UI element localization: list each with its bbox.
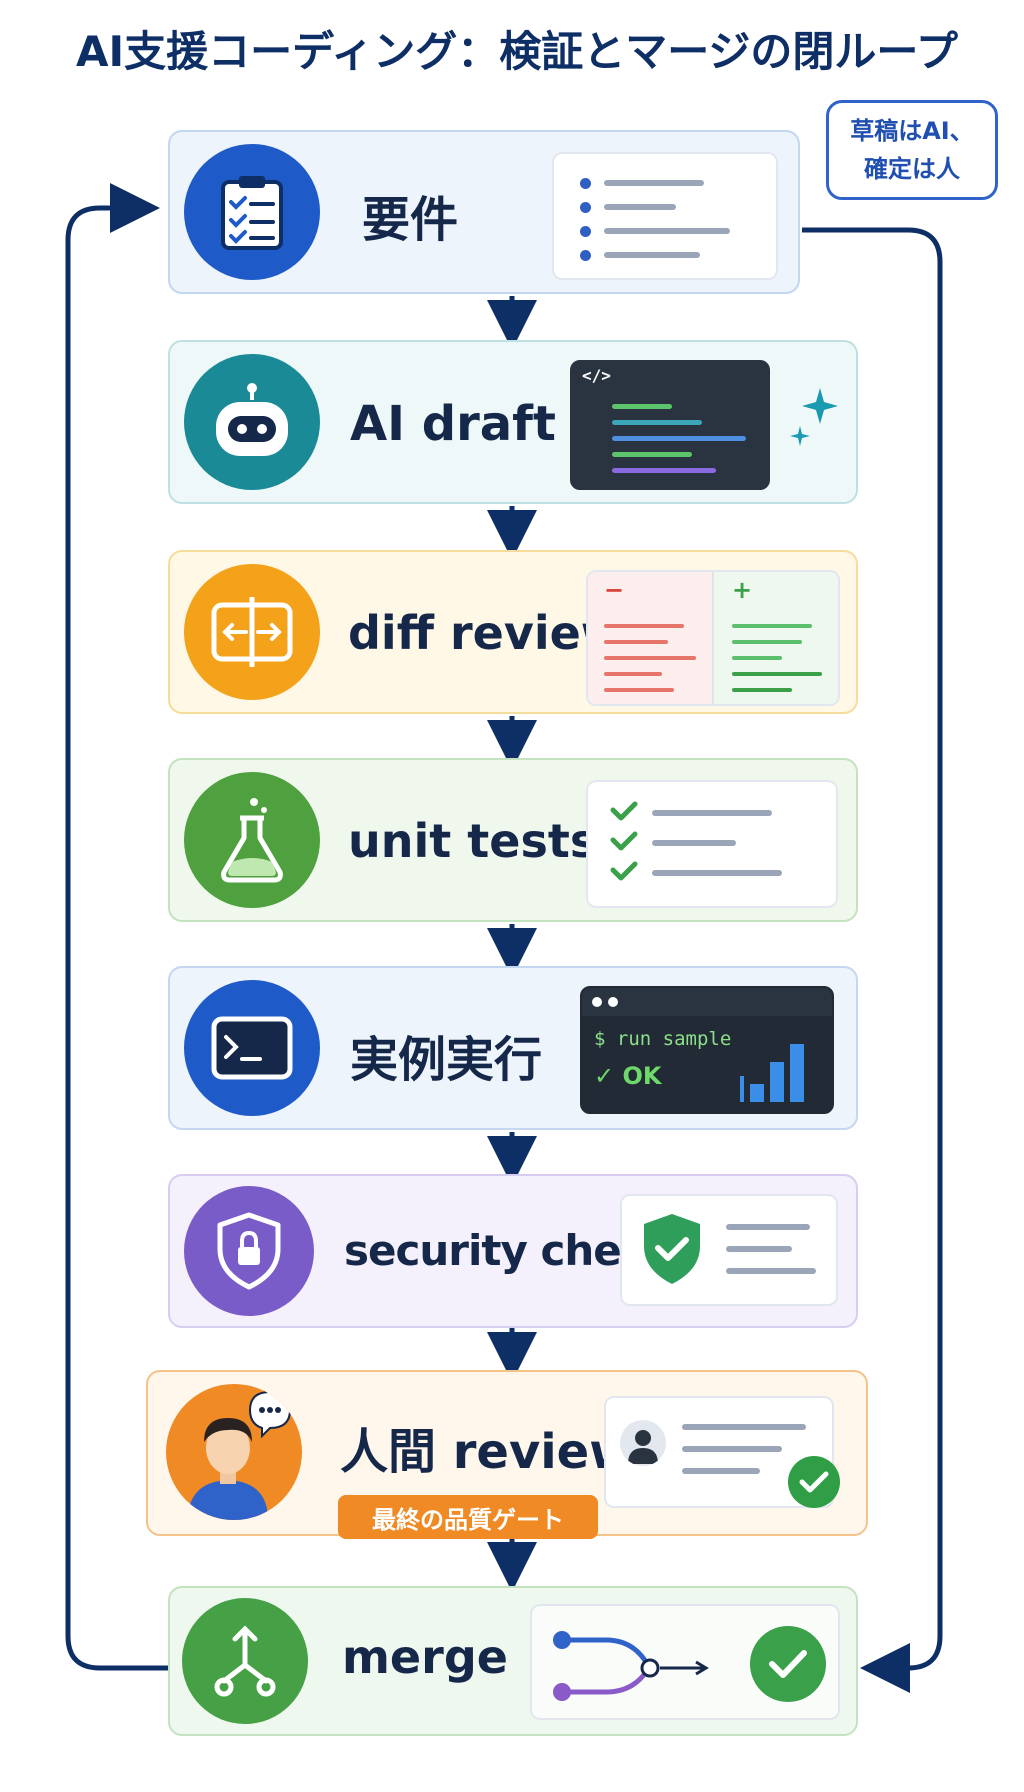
terminal-icon [184,980,320,1116]
step-label-unit-tests: unit tests [348,814,598,868]
security-result-panel [620,1194,838,1306]
diff-panel: − + [586,570,840,706]
step-label-requirements: 要件 [362,192,459,248]
diff-minus: − [604,576,625,604]
feedback-loop-arrow [65,183,168,1671]
note-line-1: 草稿はAI、 [850,117,974,145]
note-callout: 草稿はAI、 確定は人 [826,100,998,200]
terminal-result: ✓ OK [594,1062,662,1090]
step-label-run-sample: 実例実行 [350,1032,543,1088]
test-check-icons [610,801,638,881]
clipboard-checklist-icon [184,144,320,280]
merge-panel [530,1604,840,1720]
robot-icon [184,354,320,490]
code-editor-panel: </> [570,360,770,490]
terminal-command: $ run sample [594,1028,732,1050]
page-title: AI支援コーディング：検証とマージの閉ループ [76,27,958,76]
test-results-panel [586,780,838,908]
avatar [620,1420,666,1466]
reviewer-panel [604,1396,834,1508]
diff-plus: + [732,576,753,604]
approved-check-icon [788,1456,840,1508]
shield-lock-icon [184,1186,314,1316]
flask-icon [184,772,320,908]
sparkle-icon [790,388,838,446]
shield-check-icon [644,1214,700,1284]
diff-arrows-icon [184,564,320,700]
step-label-diff-review: diff review [348,606,624,660]
step-label-merge: merge [342,1630,508,1684]
bypass-arrow [802,227,943,1693]
git-merge-icon [182,1598,308,1724]
step-label-ai-draft: AI draft [350,396,556,452]
note-line-2: 確定は人 [864,155,960,183]
step-label-security-check: security check [344,1226,673,1275]
person-speech-icon [166,1384,302,1520]
step-label-human-review: 人間 review [340,1424,634,1480]
code-tag: </> [582,366,611,385]
branch-merge-graph [553,1631,709,1701]
quality-gate-badge: 最終の品質ゲート [338,1495,598,1539]
merge-success-check-icon [750,1626,826,1702]
requirements-list-panel [552,152,778,280]
terminal-panel: $ run sample ✓ OK [580,986,834,1114]
